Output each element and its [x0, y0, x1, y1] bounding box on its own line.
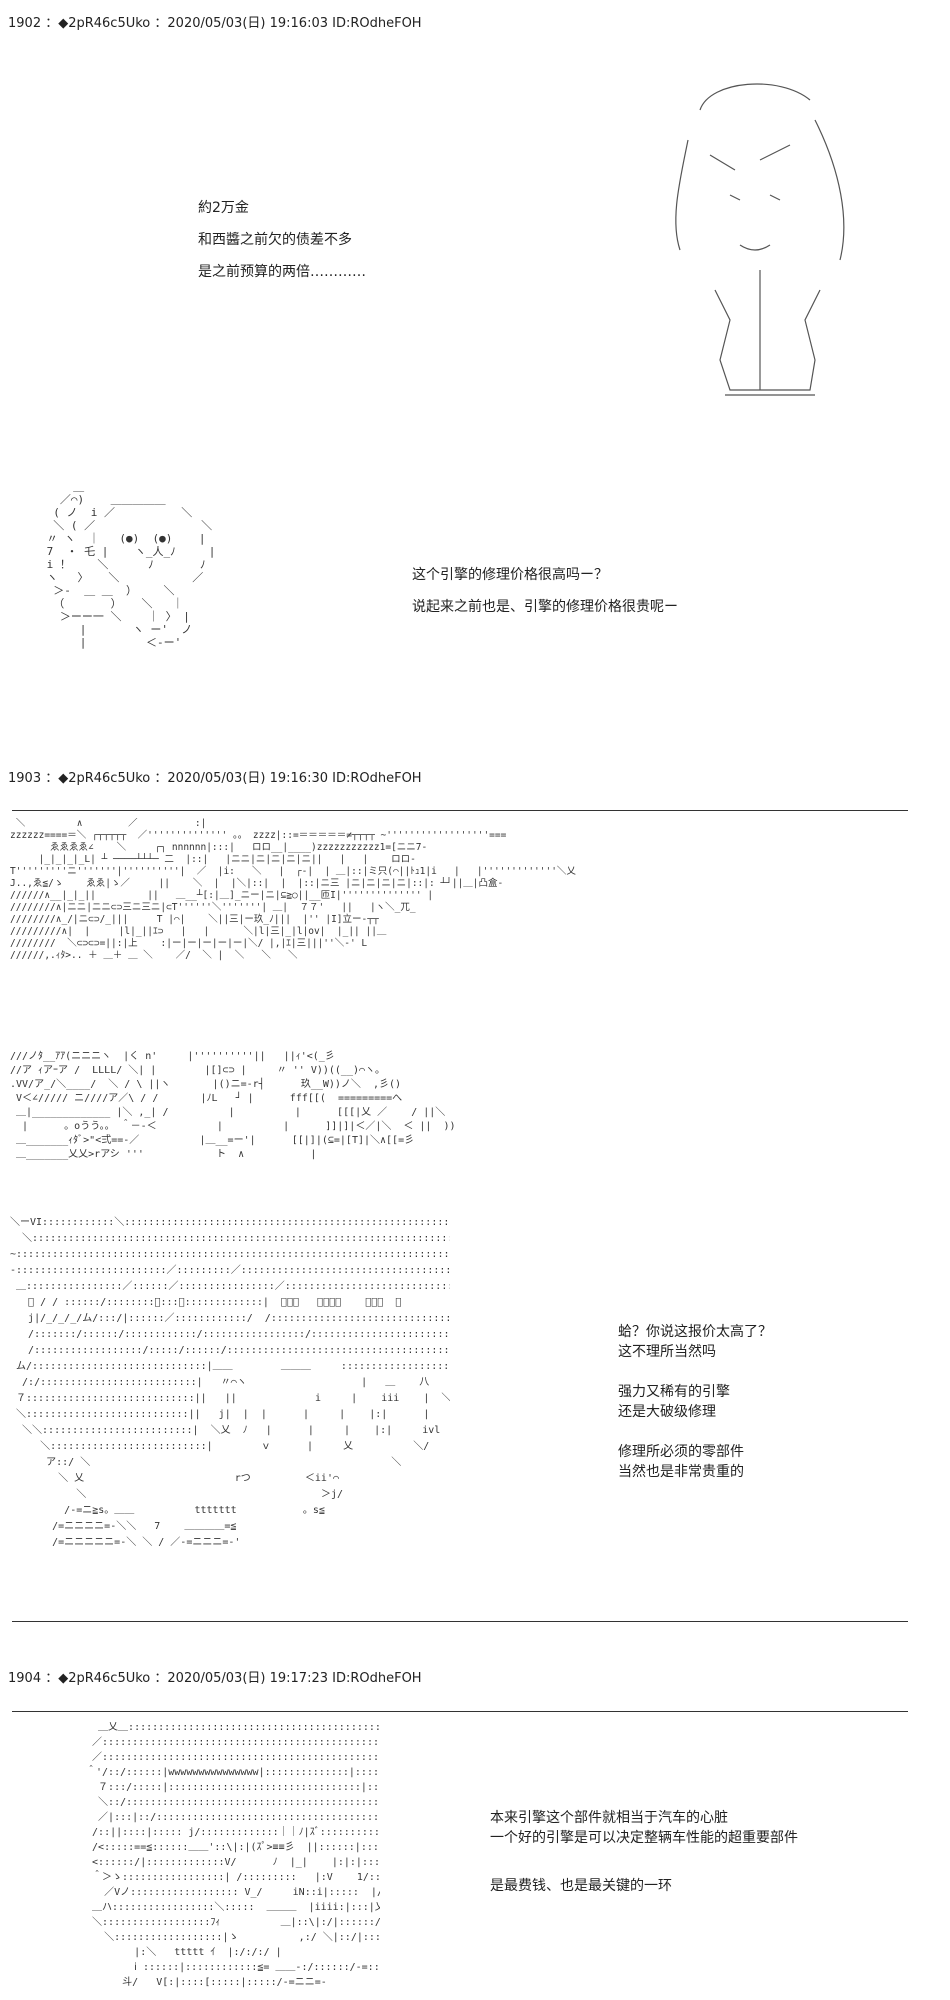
girl-ascii-art — [640, 60, 900, 450]
dialog-block-1904: 本来引擎这个部件就相当于汽车的心脏 一个好的引擎是可以决定整辆车性能的超重要部件… — [490, 1808, 798, 1896]
dialog-block-1902a: 約2万金 和西醬之前欠的债差不多 是之前预算的两倍………… — [198, 198, 366, 282]
post-header-1903: 1903 ：◆2pR46c5Uko ：2020/05/03(日) 19:16:3… — [8, 771, 422, 786]
dialog-line: 这个引擎的修理价格很高吗ー？ — [412, 567, 608, 583]
dialog-line: 和西醬之前欠的债差不多 — [198, 232, 352, 248]
mascot-ascii-art: ＿ ／⌒) ＿＿＿＿＿ ( ノ i ／ ＼ ＼ ( ／ ＼ 〃 ヽ ｜ (●) … — [40, 480, 300, 720]
dialog-line: 是之前预算的两倍………… — [198, 264, 366, 280]
post-header-1902: 1902 ：◆2pR46c5Uko ：2020/05/03(日) 19:16:0… — [8, 16, 422, 31]
post-divider — [12, 1711, 908, 1712]
dialog-line: 还是大破级修理 — [618, 1404, 716, 1420]
dialog-line: 当然也是非常贵重的 — [618, 1464, 744, 1480]
post-header-1904: 1904 ：◆2pR46c5Uko ：2020/05/03(日) 19:17:2… — [8, 1671, 422, 1686]
dialog-line: 蛤？你说这报价太高了？ — [618, 1324, 772, 1340]
mechanic-scene-ascii-art: ///ノﾀ__ｱｱ(ニニニヽ |く n' |''''''''''|| ||ｨ'<… — [10, 1050, 530, 1200]
girl-closeup-text: ＿乂＿:::::::::::::::::::::::::::::::::::::… — [86, 1722, 380, 1988]
post-divider — [12, 1621, 908, 1622]
dialog-line: 说起来之前也是、引擎的修理价格很贵呢ー — [412, 599, 678, 615]
garage-scene-ascii-art: ＼ ∧ ／ :| zzzzzz====＝＼ ┌┬┬┬┬┬ ／''''''''''… — [10, 818, 620, 978]
dialog-line: 約2万金 — [198, 200, 249, 216]
post-divider — [12, 810, 908, 811]
dialog-line: 一个好的引擎是可以决定整辆车性能的超重要部件 — [490, 1830, 798, 1846]
dialog-line: 强力又稀有的引擎 — [618, 1384, 730, 1400]
dialog-block-1902b: 这个引擎的修理价格很高吗ー？ 说起来之前也是、引擎的修理价格很贵呢ー — [412, 565, 678, 617]
character-ascii-art: ＼ーVI::::::::::::＼:::::::::::::::::::::::… — [10, 1215, 450, 1615]
character-art-text: ＼ーVI::::::::::::＼:::::::::::::::::::::::… — [10, 1217, 450, 1548]
dialog-line: 修理所必须的零部件 — [618, 1444, 744, 1460]
garage-scene-text: ＼ ∧ ／ :| zzzzzz====＝＼ ┌┬┬┬┬┬ ／''''''''''… — [10, 818, 576, 961]
girl-closeup-ascii-art: ＿乂＿:::::::::::::::::::::::::::::::::::::… — [80, 1720, 380, 1998]
dialog-block-1903: 蛤？你说这报价太高了？ 这不理所当然吗 强力又稀有的引擎 还是大破级修理 修理所… — [618, 1322, 772, 1482]
mascot-art-text: ＿ ／⌒) ＿＿＿＿＿ ( ノ i ／ ＼ ＼ ( ／ ＼ 〃 ヽ ｜ (●) … — [46, 480, 216, 649]
dialog-line: 这不理所当然吗 — [618, 1344, 716, 1360]
dialog-line: 本来引擎这个部件就相当于汽车的心脏 — [490, 1810, 728, 1826]
dialog-line: 是最费钱、也是最关键的一环 — [490, 1878, 672, 1894]
girl-figure-outline — [675, 83, 845, 396]
mechanic-scene-text: ///ノﾀ__ｱｱ(ニニニヽ |く n' |''''''''''|| ||ｨ'<… — [10, 1051, 456, 1160]
